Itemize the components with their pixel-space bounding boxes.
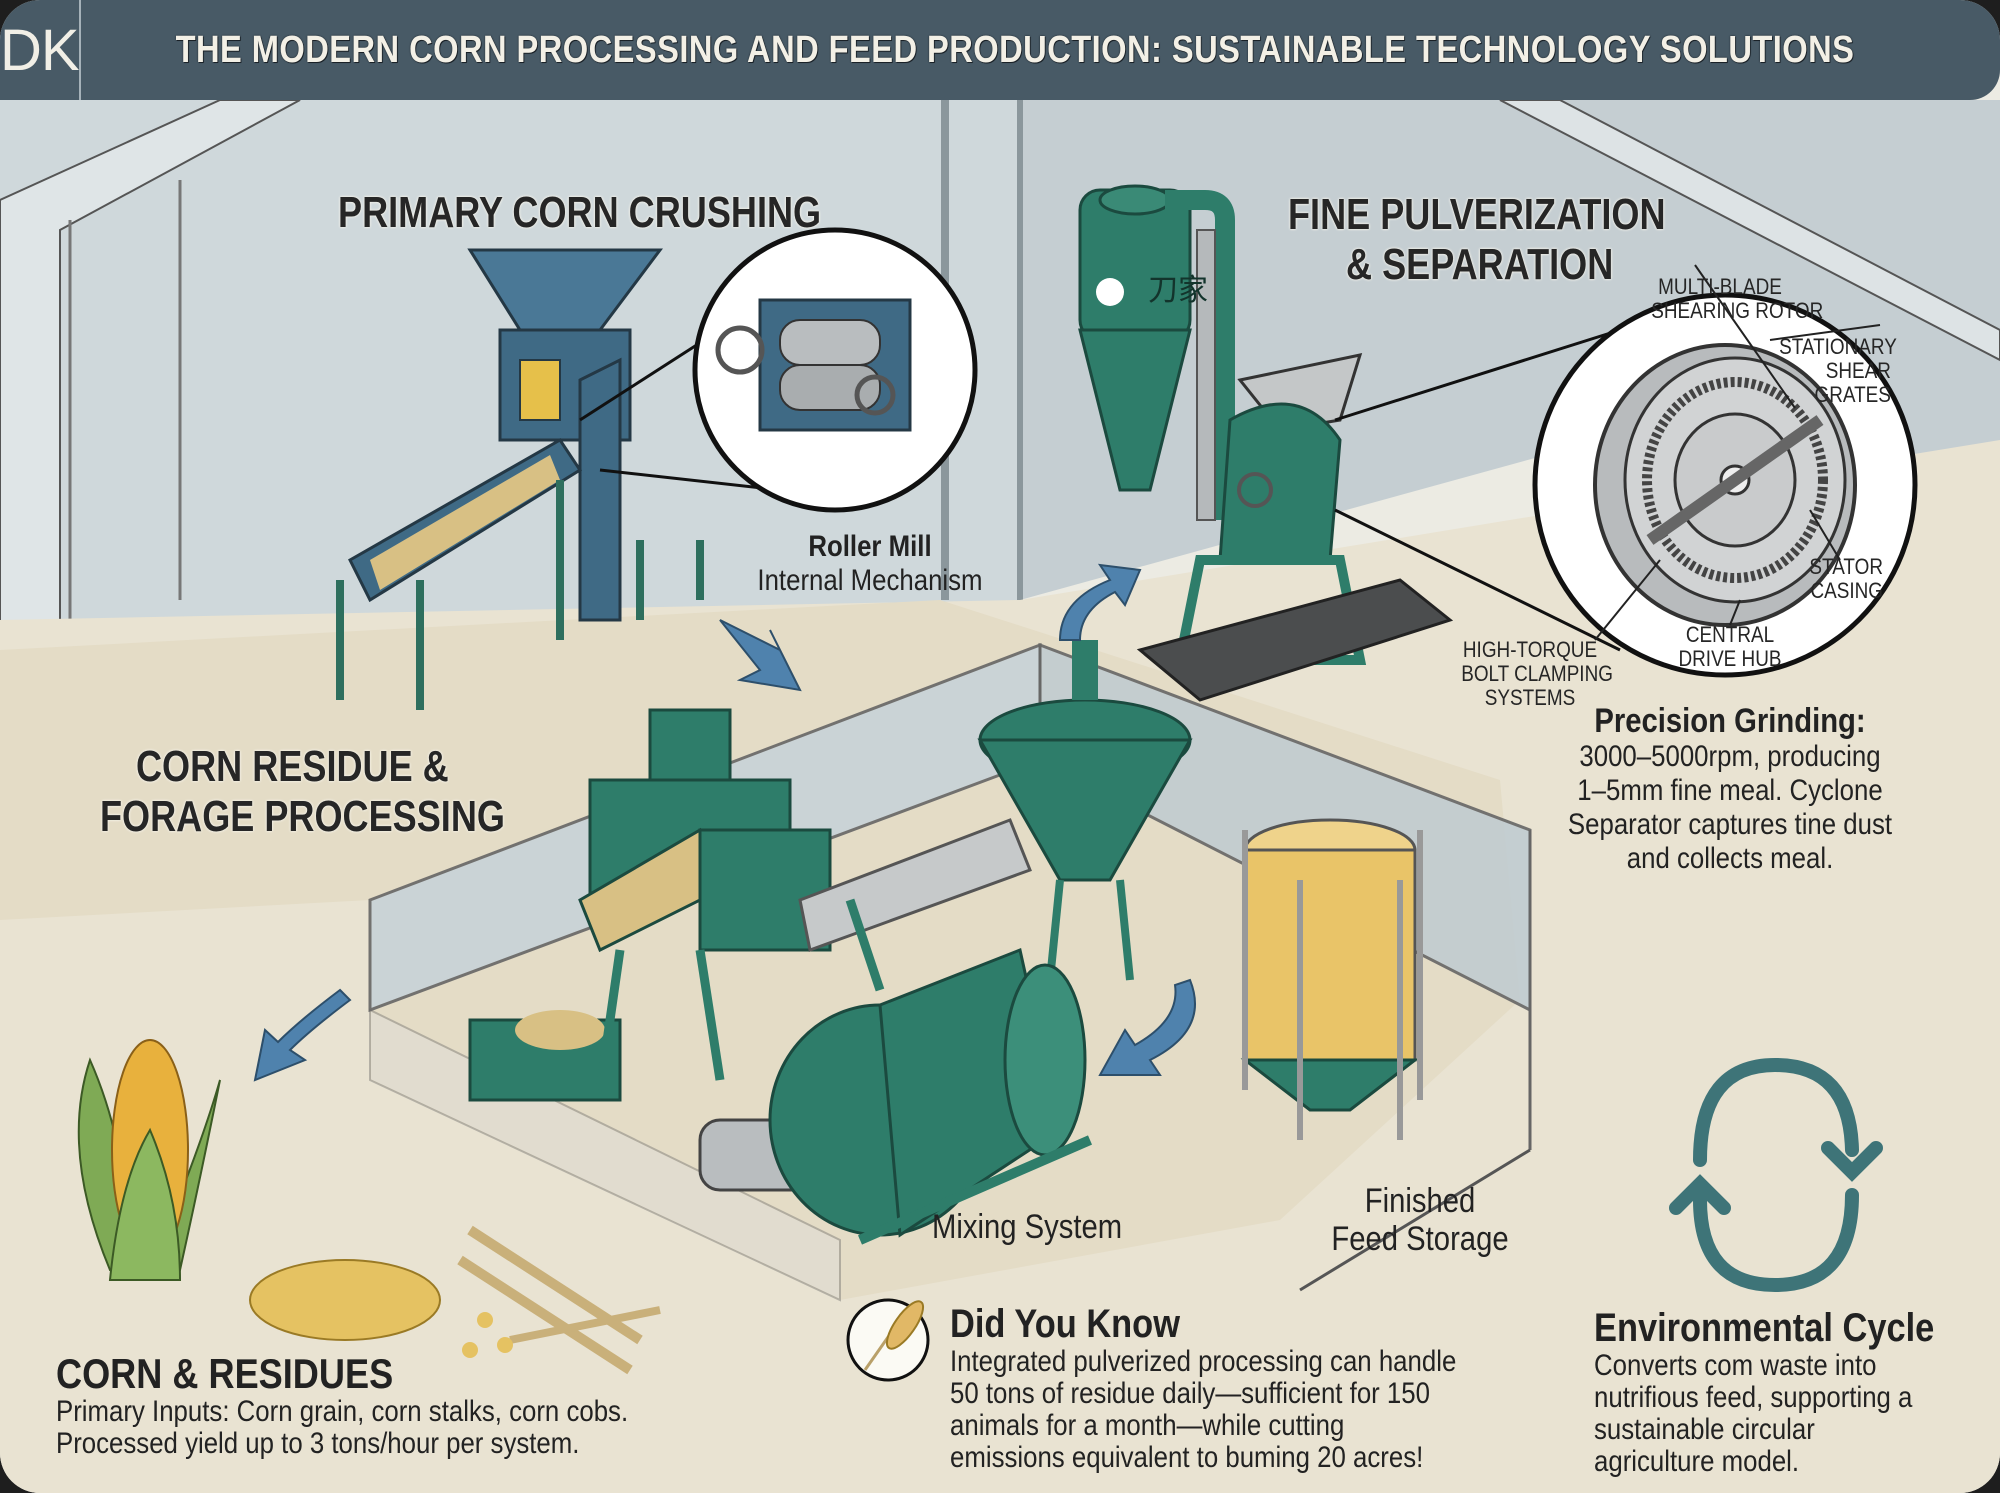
cycle-arrows-icon bbox=[1669, 1057, 1883, 1293]
dk-logo: DK bbox=[0, 0, 81, 100]
corn-residues-block: CORN & RESIDUES Primary Inputs: Corn gra… bbox=[56, 1350, 629, 1460]
feed-storage-label: Finished Feed Storage bbox=[1331, 1182, 1509, 1258]
finished-feed-silo bbox=[1240, 818, 1423, 1140]
cyclone-separator: 刀家 bbox=[1078, 184, 1235, 521]
page-title: THE MODERN CORN PROCESSING AND FEED PROD… bbox=[175, 28, 1854, 71]
fine-pulverization-heading: FINE PULVERIZATION & SEPARATION bbox=[1288, 190, 1666, 289]
residue-processor-machine bbox=[468, 708, 1032, 1102]
callout-central-drive-hub: CENTRAL DRIVE HUB bbox=[1678, 622, 1782, 671]
primary-crushing-heading: PRIMARY CORN CRUSHING bbox=[338, 188, 822, 237]
pulverizer-machine bbox=[1136, 353, 1454, 702]
roller-mill-title: Roller Mill bbox=[808, 530, 932, 563]
precision-grinding-title: Precision Grinding: bbox=[1594, 702, 1866, 740]
mixing-system-label: Mixing System bbox=[932, 1208, 1123, 1246]
svg-text:刀家: 刀家 bbox=[1148, 274, 1208, 307]
did-you-know-block: Did You Know Integrated pulverized proce… bbox=[950, 1302, 1457, 1474]
roller-mill-caption: Roller Mill Internal Mechanism bbox=[700, 530, 1040, 598]
environmental-cycle-heading: Environmental Cycle bbox=[1594, 1306, 1935, 1350]
wheat-icon bbox=[846, 1298, 930, 1382]
callout-stationary-shear-grates: STATIONARY SHEAR GRATES bbox=[1779, 334, 1897, 407]
precision-grinding-block: Precision Grinding: 3000–5000rpm, produc… bbox=[1520, 702, 1940, 876]
callout-stator-casing: STATOR CASING bbox=[1809, 554, 1883, 603]
callout-bolt-clamping: HIGH-TORQUE BOLT CLAMPING SYSTEMS bbox=[1461, 637, 1613, 710]
roller-mill-inset bbox=[579, 227, 978, 513]
callout-multi-blade-rotor: MULTI-BLADE SHEARING ROTOR bbox=[1651, 274, 1824, 323]
did-you-know-heading: Did You Know bbox=[950, 1302, 1180, 1346]
header-bar: DK THE MODERN CORN PROCESSING AND FEED P… bbox=[0, 0, 2000, 100]
cyclone-hopper bbox=[977, 640, 1193, 981]
roller-mill-subtitle: Internal Mechanism bbox=[757, 564, 983, 597]
rotor-inset bbox=[1334, 264, 1918, 678]
corn-inputs-illustration bbox=[77, 1039, 661, 1375]
environmental-cycle-block: Environmental Cycle Converts com waste i… bbox=[1594, 1306, 1935, 1478]
flow-arrows bbox=[253, 563, 1196, 1082]
residue-processing-heading: CORN RESIDUE & FORAGE PROCESSING bbox=[100, 742, 505, 841]
mixer-drum bbox=[698, 947, 1092, 1245]
roller-mill-machine bbox=[336, 248, 704, 710]
corn-residues-heading: CORN & RESIDUES bbox=[56, 1350, 394, 1397]
